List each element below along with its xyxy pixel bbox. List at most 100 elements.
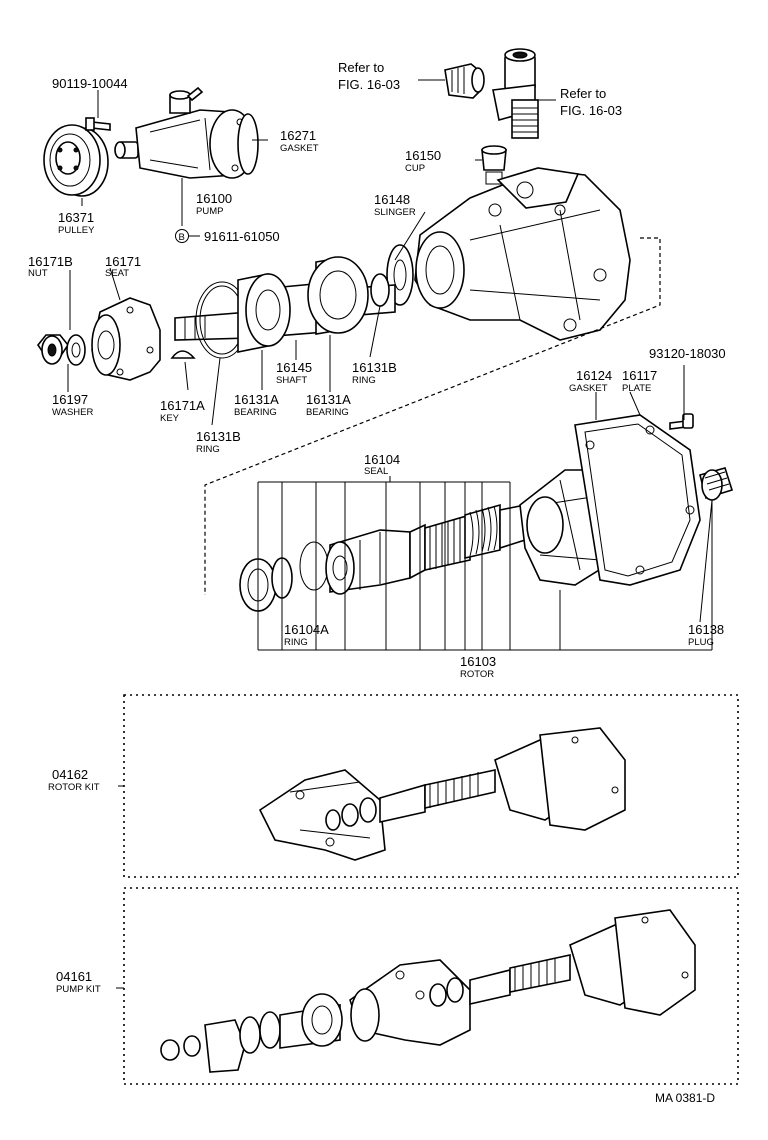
svg-text:KEY: KEY xyxy=(160,413,180,424)
svg-text:04161: 04161 xyxy=(56,969,92,984)
callout-16171: 16171 SEAT xyxy=(105,254,141,279)
svg-text:PLUG: PLUG xyxy=(688,637,714,648)
svg-text:16138: 16138 xyxy=(688,622,724,637)
pump-kit-box xyxy=(123,887,739,1085)
assembly-dash-line-1 xyxy=(204,237,661,595)
callout-16197: 16197 WASHER xyxy=(52,392,93,418)
svg-text:91611-61050: 91611-61050 xyxy=(204,229,280,244)
callout-16371: 16371 PULLEY xyxy=(58,210,95,236)
svg-text:16145: 16145 xyxy=(276,360,312,375)
callout-91611: B 91611-61050 xyxy=(175,229,280,244)
callout-16138: 16138 PLUG xyxy=(688,622,724,648)
svg-text:16197: 16197 xyxy=(52,392,88,407)
svg-text:ROTOR KIT: ROTOR KIT xyxy=(48,782,100,793)
refer-label-2-line2: FIG. 16-03 xyxy=(560,103,622,118)
refer-label-2-line1: Refer to xyxy=(560,86,606,101)
pump-kit-illustration xyxy=(160,909,696,1073)
svg-text:16131A: 16131A xyxy=(306,392,351,407)
svg-text:SHAFT: SHAFT xyxy=(276,375,307,386)
callout-16104: 16104 SEAL xyxy=(364,452,400,477)
footer-code: MA 0381-D xyxy=(655,1091,715,1105)
callout-16131B-lower: 16131B RING xyxy=(196,429,241,455)
callout-16131A-2: 16131A BEARING xyxy=(306,392,351,418)
plug-16138 xyxy=(699,467,734,501)
pulley-bolt-90119 xyxy=(85,117,111,131)
callout-04162: 04162 ROTOR KIT xyxy=(48,767,124,793)
key-16171A xyxy=(170,350,196,359)
svg-text:16171A: 16171A xyxy=(160,398,205,413)
svg-text:16150: 16150 xyxy=(405,148,441,163)
gasket-16124 xyxy=(574,414,701,586)
seat-16171 xyxy=(91,297,161,381)
svg-text:RING: RING xyxy=(352,375,376,386)
callout-16100: 16100 PUMP xyxy=(196,191,232,217)
callout-16117: 16117 PLATE xyxy=(622,368,657,394)
svg-text:16104: 16104 xyxy=(364,452,400,467)
svg-text:RING: RING xyxy=(196,444,220,455)
refer-tee-fitting xyxy=(492,48,539,139)
pulley-16371 xyxy=(43,124,109,197)
ring-16131B-upper xyxy=(370,273,390,307)
rotor-kit-illustration xyxy=(258,727,626,861)
svg-text:90119-10044: 90119-10044 xyxy=(52,76,128,91)
svg-text:16103: 16103 xyxy=(460,654,496,669)
callout-04161: 04161 PUMP KIT xyxy=(56,969,124,995)
pump-body-16100 xyxy=(114,86,255,200)
svg-text:04162: 04162 xyxy=(52,767,88,782)
cup-16150 xyxy=(481,145,507,185)
svg-text:PUMP KIT: PUMP KIT xyxy=(56,984,101,995)
callout-93120: 93120-18030 xyxy=(649,346,726,361)
svg-text:16100: 16100 xyxy=(196,191,232,206)
svg-text:16171: 16171 xyxy=(105,254,141,269)
pump-housing xyxy=(414,167,631,341)
svg-text:SLINGER: SLINGER xyxy=(374,207,416,218)
callout-16150: 16150 CUP xyxy=(405,148,441,174)
callout-16104A: 16104A RING xyxy=(284,622,329,648)
callout-16131A-1: 16131A BEARING xyxy=(234,392,279,418)
rotor-bracket xyxy=(258,500,713,651)
callout-16171A: 16171A KEY xyxy=(160,398,205,424)
callout-16124: 16124 GASKET xyxy=(569,368,612,394)
svg-text:GASKET: GASKET xyxy=(280,143,319,154)
nut-16171B xyxy=(37,334,69,365)
svg-text:16131B: 16131B xyxy=(196,429,241,444)
svg-text:CUP: CUP xyxy=(405,163,425,174)
callout-16145: 16145 SHAFT xyxy=(276,360,312,386)
svg-text:16117: 16117 xyxy=(622,368,657,383)
seal-16104 xyxy=(325,523,426,595)
leader-lines xyxy=(67,90,713,623)
svg-text:RING: RING xyxy=(284,637,308,648)
callout-90119: 90119-10044 xyxy=(52,76,128,91)
bearing-16131A-2 xyxy=(307,256,369,335)
svg-text:16148: 16148 xyxy=(374,192,410,207)
ring-16104A xyxy=(239,541,329,612)
gasket-16271 xyxy=(237,113,259,175)
callout-16148: 16148 SLINGER xyxy=(374,192,416,218)
svg-text:16171B: 16171B xyxy=(28,254,73,269)
refer-elbow-fitting xyxy=(444,63,485,99)
svg-text:SEAT: SEAT xyxy=(105,268,129,279)
svg-text:BEARING: BEARING xyxy=(306,407,349,418)
svg-text:WASHER: WASHER xyxy=(52,407,93,418)
svg-text:BEARING: BEARING xyxy=(234,407,277,418)
callout-16271: 16271 GASKET xyxy=(280,128,319,154)
callout-16171B: 16171B NUT xyxy=(28,254,73,279)
washer-16197 xyxy=(66,334,86,366)
svg-text:93120-18030: 93120-18030 xyxy=(649,346,726,361)
svg-text:GASKET: GASKET xyxy=(569,383,608,394)
refer-label-1-line1: Refer to xyxy=(338,60,384,75)
svg-text:16124: 16124 xyxy=(576,368,612,383)
svg-text:16371: 16371 xyxy=(58,210,94,225)
svg-text:SEAL: SEAL xyxy=(364,466,388,477)
svg-text:PULLEY: PULLEY xyxy=(58,225,95,236)
svg-text:NUT: NUT xyxy=(28,268,48,279)
svg-text:16271: 16271 xyxy=(280,128,316,143)
svg-text:PUMP: PUMP xyxy=(196,206,223,217)
svg-text:16131B: 16131B xyxy=(352,360,397,375)
svg-text:16104A: 16104A xyxy=(284,622,329,637)
seal-bracket xyxy=(257,476,511,650)
svg-text:16131A: 16131A xyxy=(234,392,279,407)
svg-text:ROTOR: ROTOR xyxy=(460,669,494,680)
callout-16103: 16103 ROTOR xyxy=(460,654,496,680)
bearing-16131A-1 xyxy=(237,273,291,353)
